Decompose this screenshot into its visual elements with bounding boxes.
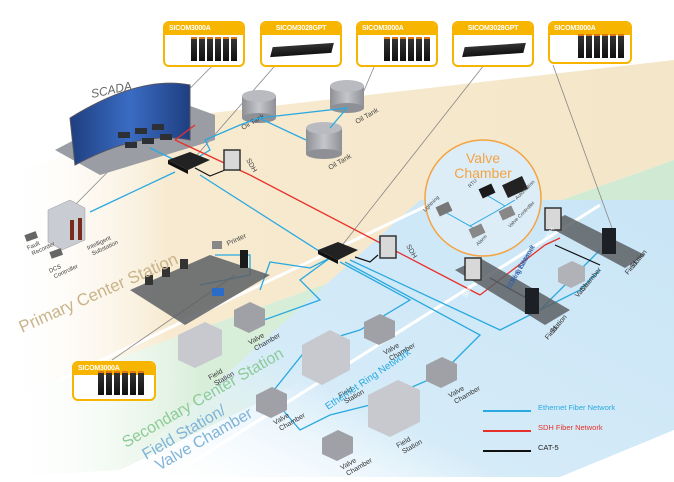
product-card: SICOM3000A	[356, 21, 438, 67]
field-station-node	[302, 330, 350, 385]
field-station-node	[178, 322, 222, 368]
sicom3000a-rack-icon	[165, 35, 243, 65]
alarm-device	[468, 223, 486, 239]
lightning-device	[435, 201, 453, 217]
valve-chamber-inset-title-line1: Valve	[466, 150, 500, 166]
valve-chamber-node	[426, 357, 457, 388]
legend-label: SDH Fiber Network	[538, 423, 603, 432]
secondary-core-switch	[318, 242, 358, 264]
legend-label: Ethernet Fiber Network	[538, 403, 616, 412]
legend-line-sdh	[483, 430, 531, 432]
sicom3000a-rack-icon	[550, 34, 630, 62]
legend-item-sdh: SDH Fiber Network	[483, 422, 663, 442]
product-name: SICOM3000A	[165, 23, 243, 35]
product-card: SICOM3028GPT	[260, 21, 342, 67]
sicom3028gpt-switch-icon	[454, 35, 532, 65]
sdh-device	[464, 257, 482, 281]
product-name: SICOM3028GPT	[454, 23, 532, 35]
primary-core-switch	[168, 152, 210, 174]
field-station-cabinet	[602, 228, 616, 254]
valve-chamber-node	[558, 261, 585, 288]
sicom3000a-rack-icon	[358, 35, 436, 65]
valve-chamber-inset-title-line2: Chamber	[454, 165, 512, 181]
primary-center-room	[130, 241, 270, 325]
sicom3000a-rack-icon	[74, 371, 154, 399]
legend-line-cat5	[483, 450, 531, 452]
field-station-node	[368, 380, 420, 437]
primary-sdh-device	[223, 149, 241, 171]
legend-item-ethernet: Ethernet Fiber Network	[483, 402, 663, 422]
scada-control-room: SCADA	[55, 79, 215, 175]
fault-recorder-label-line1: Fault	[26, 241, 41, 252]
field-platform-upper	[545, 215, 645, 268]
product-name: SICOM3000A	[358, 23, 436, 35]
dcs-controller-device	[49, 248, 64, 259]
intelligent-substation	[47, 199, 86, 251]
product-card: SICOM3028GPT	[452, 21, 534, 67]
secondary-sdh-device	[379, 235, 397, 259]
rtu-device	[478, 183, 496, 199]
legend: Ethernet Fiber Network SDH Fiber Network…	[483, 402, 663, 462]
zone-divider-primary	[59, 188, 461, 382]
valve-chamber-node	[364, 314, 395, 345]
product-name: SICOM3000A	[550, 23, 630, 35]
fault-recorder-device	[24, 231, 39, 242]
oil-tank-3	[306, 122, 342, 159]
oil-tank-2	[330, 80, 364, 113]
legend-label: CAT-5	[538, 443, 559, 452]
legend-line-ethernet	[483, 410, 531, 412]
product-card: SICOM3000A	[548, 21, 632, 64]
sdh-label: SDH	[545, 227, 557, 241]
automation-device	[502, 176, 528, 198]
valve-chamber-node	[256, 387, 287, 418]
valve-chamber-node	[322, 430, 353, 461]
inset-item-label: RTU	[467, 178, 479, 190]
legend-item-cat5: CAT-5	[483, 442, 663, 462]
valve-controller-device	[498, 205, 516, 221]
product-card: SICOM3000A	[72, 361, 156, 401]
field-platform-lower	[455, 258, 570, 325]
sdh-device	[544, 207, 562, 231]
product-name: SICOM3028GPT	[262, 23, 340, 35]
sicom3028gpt-switch-icon	[262, 35, 340, 65]
dcs-controller-label-line1: DCS	[48, 264, 62, 275]
sdh-label: SDH	[463, 285, 475, 299]
valve-chamber-node	[234, 302, 265, 333]
field-station-cabinet	[525, 288, 539, 314]
product-card: SICOM3000A	[163, 21, 245, 67]
